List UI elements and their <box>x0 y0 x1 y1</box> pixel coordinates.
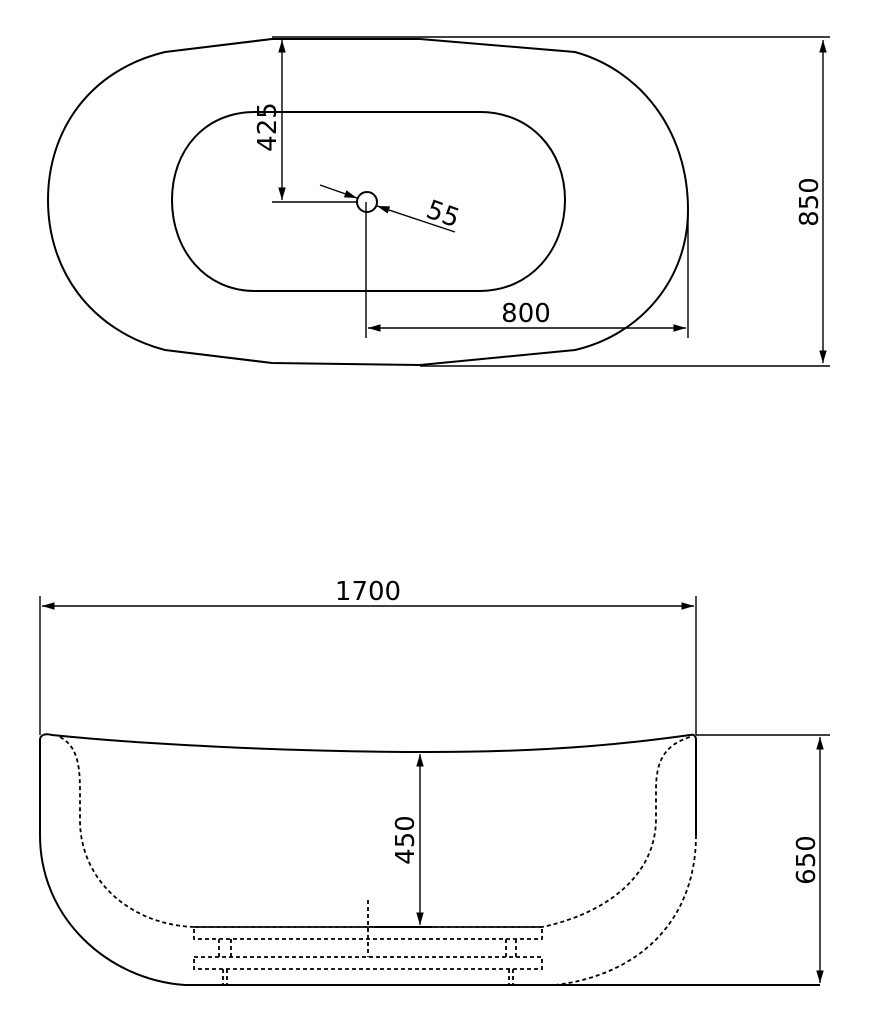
dimension-425-label: 425 <box>253 102 283 152</box>
top-view: 425 55 800 850 <box>46 36 830 367</box>
dimension-55-arrow-in <box>319 184 358 199</box>
tub-side-profile <box>39 733 697 835</box>
tub-outer-rim <box>46 38 690 367</box>
dimension-55-label: 55 <box>422 195 463 235</box>
drain-circle <box>356 191 378 213</box>
tub-side-bottom <box>39 834 820 986</box>
tub-inner-basin <box>170 111 567 292</box>
dimension-1700-label: 1700 <box>335 577 401 607</box>
dimension-650-label: 650 <box>792 835 822 885</box>
dimension-55-arrow-out <box>376 205 456 233</box>
dimension-850-label: 850 <box>795 177 825 227</box>
dimension-450-label: 450 <box>391 815 421 865</box>
side-view: 1700 450 650 <box>39 577 830 986</box>
base-frame-lower <box>193 956 543 970</box>
tub-side-hidden-right <box>554 834 697 986</box>
tub-inner-hidden-line <box>59 736 691 928</box>
dimension-800-label: 800 <box>501 299 551 329</box>
